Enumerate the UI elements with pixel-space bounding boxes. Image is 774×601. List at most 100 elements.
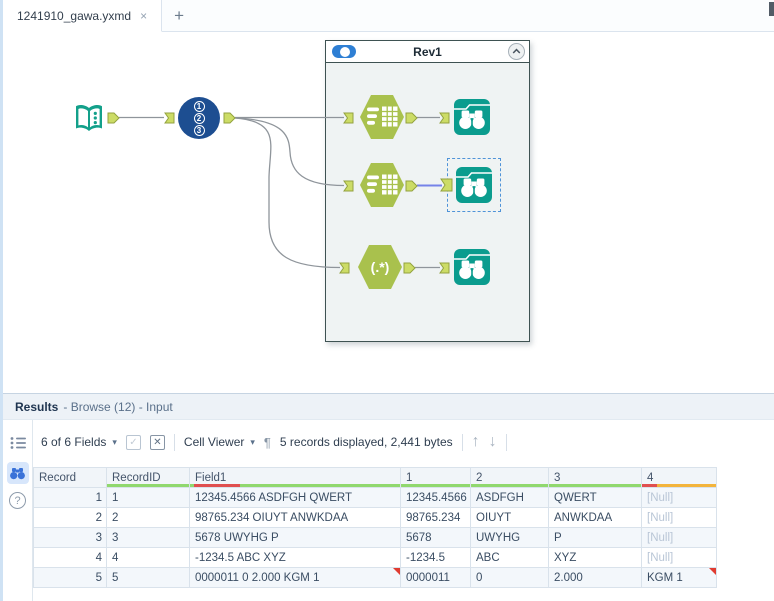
tool-input-data[interactable] <box>71 100 107 141</box>
move-down-button[interactable]: ↓ <box>488 433 497 450</box>
binoculars-icon <box>10 467 25 479</box>
cross-icon: ✕ <box>153 436 162 448</box>
output-anchor[interactable] <box>107 112 120 124</box>
connection-recordid-to-regex[interactable] <box>234 117 341 269</box>
close-tab-icon[interactable]: × <box>140 8 148 23</box>
select-all-fields-button[interactable]: ✓ <box>125 434 141 450</box>
metadata-view-button[interactable] <box>7 432 29 454</box>
data-cell[interactable]: ABC <box>470 547 549 568</box>
output-anchor[interactable] <box>403 262 416 274</box>
data-cell[interactable]: 0 <box>470 567 549 588</box>
data-cell[interactable]: [Null] <box>641 527 717 548</box>
tab-workflow[interactable]: 1241910_gawa.yxmd × <box>3 0 163 32</box>
cell-viewer-dropdown[interactable]: Cell Viewer ▾ <box>184 435 255 449</box>
input-anchor[interactable] <box>164 112 175 124</box>
toolbar-separator <box>173 433 175 451</box>
column-header-1[interactable]: 1 <box>400 467 471 488</box>
new-tab-button[interactable]: + <box>174 5 185 25</box>
data-cell[interactable]: 5 <box>106 567 190 588</box>
row-number-cell[interactable]: 3 <box>33 527 107 548</box>
data-cell[interactable]: UWYHG <box>470 527 549 548</box>
container-collapse-button[interactable] <box>508 43 525 60</box>
container-header[interactable]: Rev1 <box>326 41 529 63</box>
tool-text-to-columns-2[interactable] <box>359 162 405 213</box>
input-anchor[interactable] <box>440 178 453 192</box>
data-cell[interactable]: 98765.234 OIUYT ANWKDAA <box>189 507 401 528</box>
tool-browse-2-selected[interactable] <box>455 166 493 209</box>
check-icon: ✓ <box>129 436 138 448</box>
toolbar-separator <box>461 433 463 451</box>
tool-text-to-columns-1[interactable] <box>359 94 405 145</box>
data-cell[interactable]: 3 <box>106 527 190 548</box>
data-cell[interactable]: 0000011 0 2.000 KGM 1 <box>189 567 401 588</box>
column-header-3[interactable]: 3 <box>548 467 642 488</box>
data-cell[interactable]: 0000011 <box>400 567 471 588</box>
column-header-field1[interactable]: Field1 <box>189 467 401 488</box>
fields-dropdown[interactable]: 6 of 6 Fields ▾ <box>41 435 117 449</box>
container-enable-toggle[interactable] <box>332 45 356 58</box>
show-whitespace-button[interactable]: ¶ <box>263 434 271 450</box>
output-anchor[interactable] <box>223 112 236 124</box>
workflow-canvas[interactable]: Rev1 <box>3 32 774 393</box>
tool-browse-3[interactable] <box>453 248 491 291</box>
data-cell[interactable]: 4 <box>106 547 190 568</box>
connection-recordid-to-texttocolumns-2[interactable] <box>234 117 345 187</box>
output-anchor[interactable] <box>405 112 418 124</box>
data-cell[interactable]: ASDFGH <box>470 487 549 508</box>
browse-icon <box>454 99 490 135</box>
input-anchor[interactable] <box>439 112 450 124</box>
cell-viewer-label: Cell Viewer <box>183 435 245 449</box>
tool-container-rev1[interactable]: Rev1 <box>325 40 530 342</box>
input-anchor[interactable] <box>339 262 350 274</box>
data-cell[interactable]: OIUYT <box>470 507 549 528</box>
data-cell[interactable]: 5678 UWYHG P <box>189 527 401 548</box>
tool-regex[interactable]: (.*) <box>357 244 403 295</box>
output-anchor[interactable] <box>405 180 418 192</box>
data-cell[interactable]: 12345.4566 ASDFGH QWERT <box>189 487 401 508</box>
column-header-2[interactable]: 2 <box>470 467 549 488</box>
scrollbar-thumb[interactable] <box>769 2 774 16</box>
row-number-cell[interactable]: 1 <box>33 487 107 508</box>
data-cell[interactable]: ANWKDAA <box>548 507 642 528</box>
tool-browse-1[interactable] <box>453 98 491 141</box>
data-cell[interactable]: 12345.4566 <box>400 487 471 508</box>
column-header-record[interactable]: Record <box>33 467 107 488</box>
column-header-recordid[interactable]: RecordID <box>106 467 190 488</box>
data-cell[interactable]: 98765.234 <box>400 507 471 528</box>
column-header-4[interactable]: 4 <box>641 467 717 488</box>
data-cell[interactable]: [Null] <box>641 547 717 568</box>
results-context: - Browse (12) - Input <box>63 399 173 414</box>
deselect-fields-button[interactable]: ✕ <box>149 434 165 450</box>
row-number-cell[interactable]: 5 <box>33 567 107 588</box>
input-data-icon <box>76 104 102 131</box>
help-button[interactable]: ? <box>9 492 26 509</box>
data-cell[interactable]: KGM 1 <box>641 567 717 588</box>
data-cell[interactable]: XYZ <box>548 547 642 568</box>
row-number-cell[interactable]: 2 <box>33 507 107 528</box>
workflow-connections <box>107 112 453 274</box>
data-cell[interactable]: QWERT <box>548 487 642 508</box>
data-cell[interactable]: 2.000 <box>548 567 642 588</box>
data-view-button[interactable] <box>6 462 29 484</box>
data-cell[interactable]: 2 <box>106 507 190 528</box>
data-cell[interactable]: [Null] <box>641 507 717 528</box>
input-anchor[interactable] <box>439 262 450 274</box>
results-header: Results - Browse (12) - Input <box>3 394 774 420</box>
data-cell[interactable]: 1 <box>106 487 190 508</box>
browse-icon <box>456 167 492 203</box>
input-anchor[interactable] <box>343 112 354 124</box>
data-cell[interactable]: [Null] <box>641 487 717 508</box>
results-toolbar: 6 of 6 Fields ▾ ✓ ✕ Cell Viewer ▾ ¶ 5 re… <box>33 420 774 464</box>
move-up-button[interactable]: ↑ <box>471 433 480 450</box>
input-anchor[interactable] <box>343 180 354 192</box>
data-cell[interactable]: P <box>548 527 642 548</box>
data-cell[interactable]: 5678 <box>400 527 471 548</box>
row-number-cell[interactable]: 4 <box>33 547 107 568</box>
data-cell[interactable]: -1234.5 ABC XYZ <box>189 547 401 568</box>
data-cell[interactable]: -1234.5 <box>400 547 471 568</box>
